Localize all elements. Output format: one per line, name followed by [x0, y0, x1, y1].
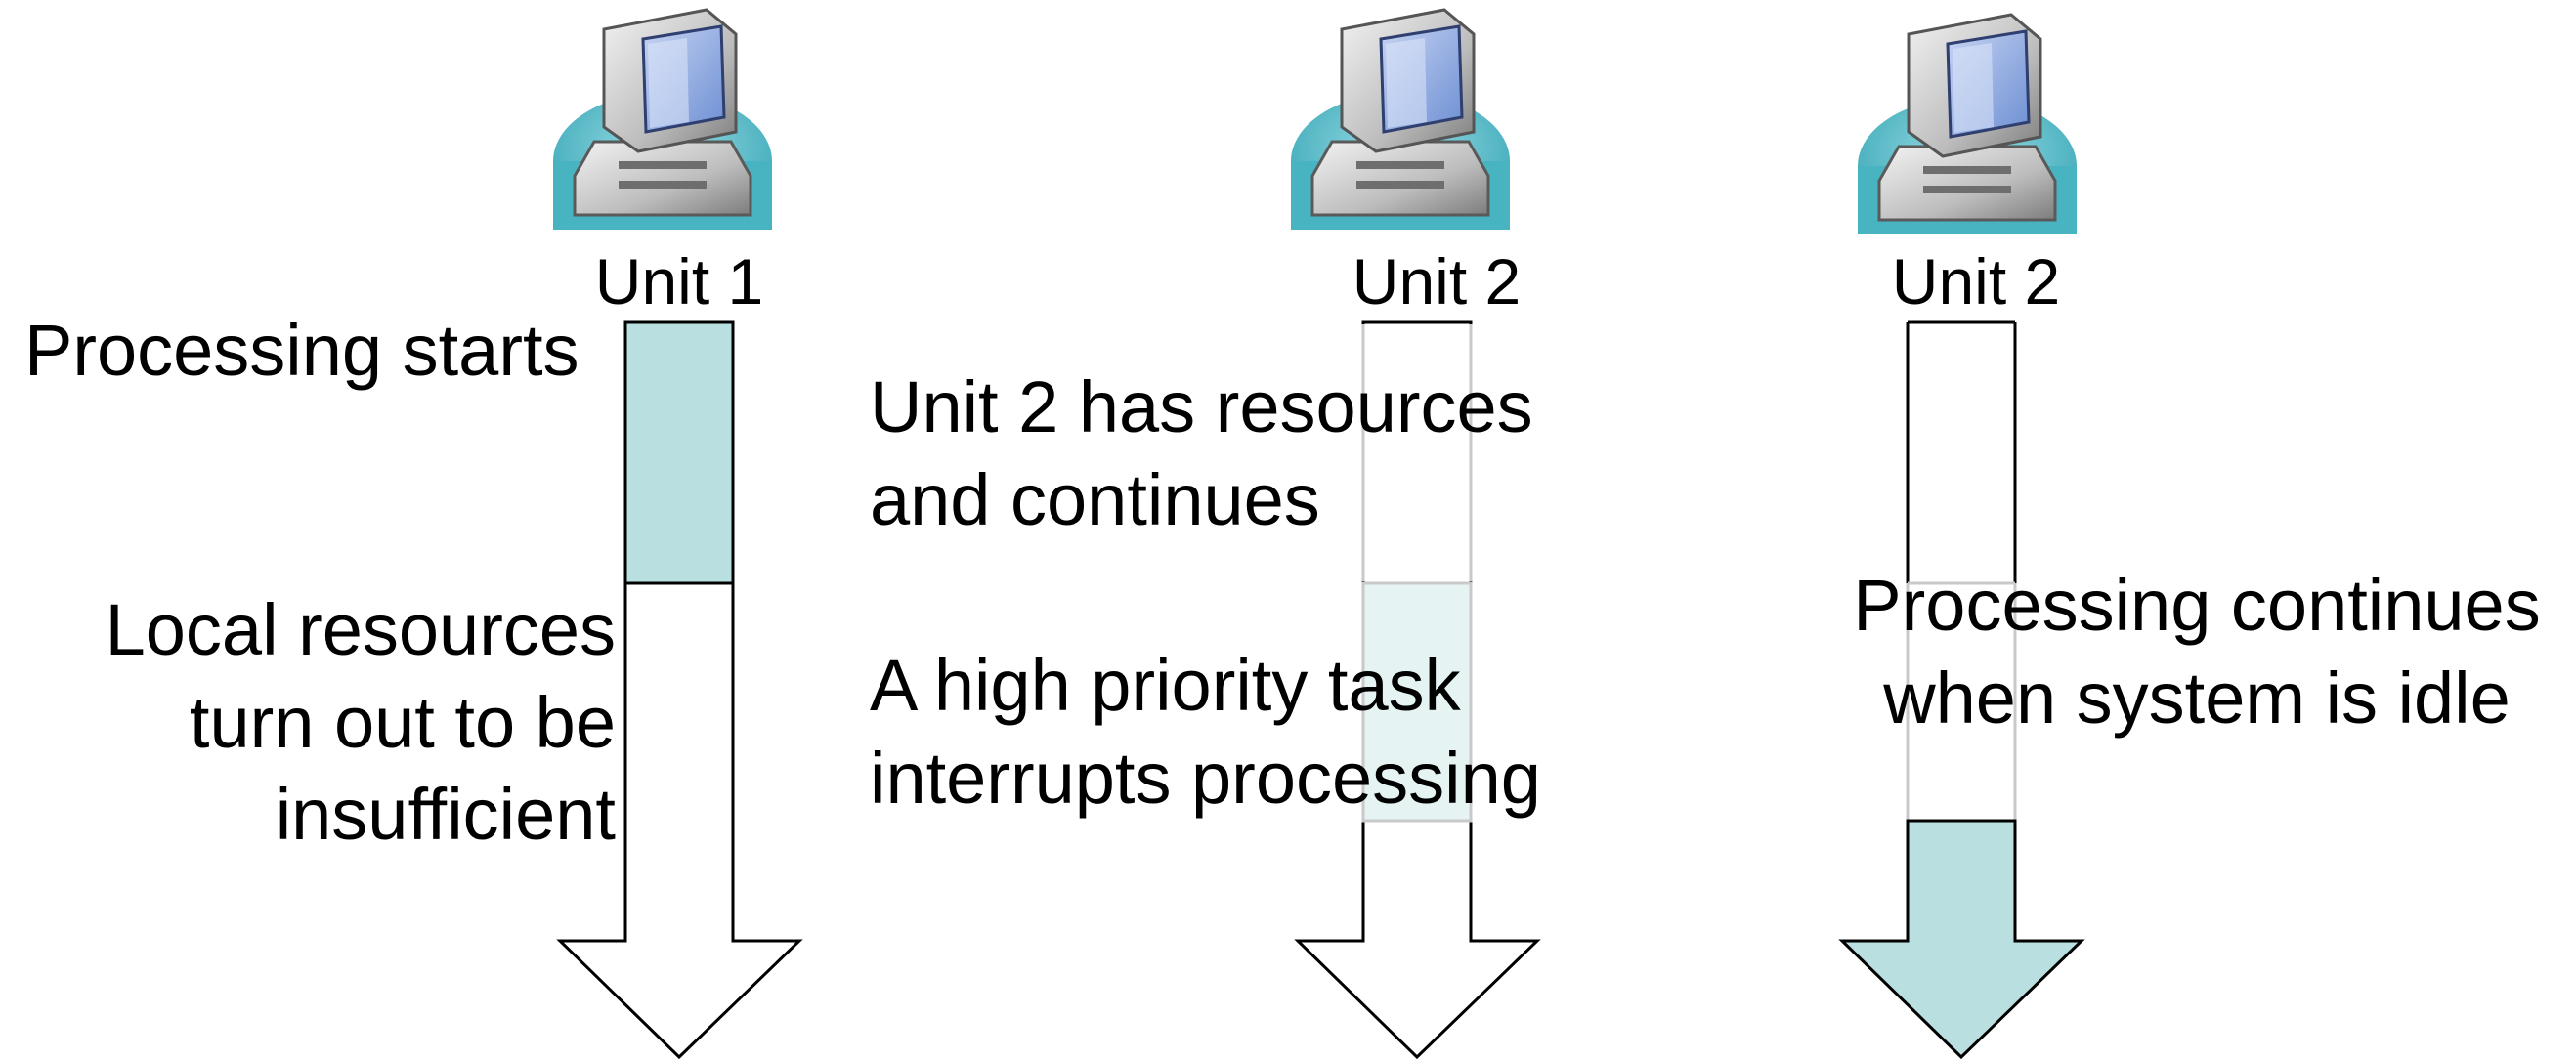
- progress-arrow-unit-2a: [1294, 320, 1541, 1060]
- unit-label: Unit 1: [594, 245, 764, 318]
- caption-unit2-continues: Unit 2 has resources and continues: [870, 366, 1533, 540]
- segment-interrupted: [1361, 581, 1473, 823]
- segment-processing: [623, 320, 735, 585]
- progress-arrow-unit-2b: [1838, 320, 2085, 1060]
- segment-resumed: [1838, 819, 2085, 1060]
- caption-continues-when-idle: Processing continues when system is idle: [1853, 565, 2541, 739]
- caption-insufficient-resources: Local resources turn out to be insuffici…: [105, 589, 616, 856]
- computer-icon: [551, 8, 774, 230]
- caption-processing-starts: Processing starts: [24, 310, 580, 391]
- progress-arrow-unit-1: [556, 320, 803, 1060]
- unit-label: Unit 2: [1352, 245, 1522, 318]
- caption-high-priority-interrupt: A high priority task interrupts processi…: [870, 645, 1541, 819]
- computer-icon: [1289, 8, 1512, 230]
- unit-label: Unit 2: [1891, 245, 2061, 318]
- computer-icon: [1856, 13, 2079, 234]
